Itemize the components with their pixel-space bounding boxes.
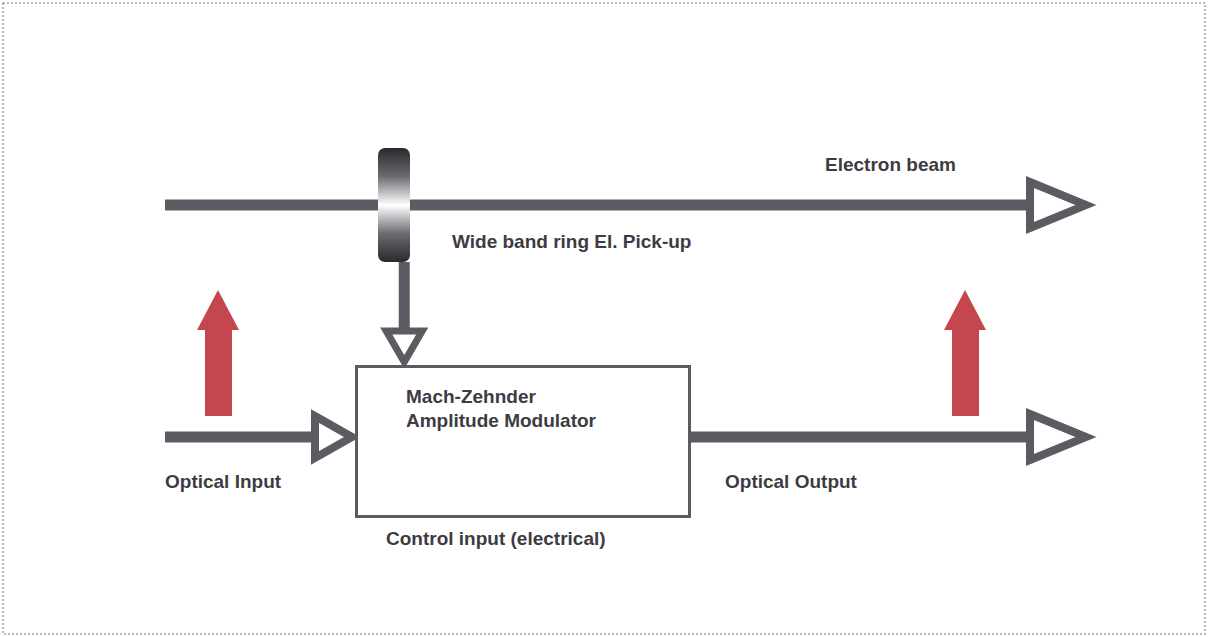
- pickup-signal-arrow: [386, 262, 422, 362]
- output-arrowhead: [1030, 414, 1086, 460]
- control-label: Control input (electrical): [386, 527, 606, 551]
- input-label: Optical Input: [165, 470, 281, 494]
- optical-input-line: [165, 432, 315, 443]
- connector-part: [386, 331, 422, 362]
- red-up-arrow: [944, 290, 986, 416]
- beam-label: Electron beam: [825, 153, 956, 177]
- optical-output-line: [690, 432, 1030, 443]
- pickup-ring: Wide band ring El. Pick-up: [378, 148, 410, 262]
- modulator-box: Mach-Zehnder Amplitude Modulator: [355, 365, 691, 518]
- pickup-label: Wide band ring El. Pick-up: [452, 230, 691, 254]
- modulator-label: Mach-Zehnder Amplitude Modulator: [406, 385, 596, 433]
- connector-part: [399, 262, 410, 331]
- beam-arrowhead: [1030, 182, 1086, 228]
- dotted-frame: [3, 3, 1205, 634]
- electron-beam-line: [165, 200, 1030, 211]
- output-label: Optical Output: [725, 470, 857, 494]
- input-arrowhead: [315, 416, 352, 458]
- red-up-arrow: [197, 290, 239, 416]
